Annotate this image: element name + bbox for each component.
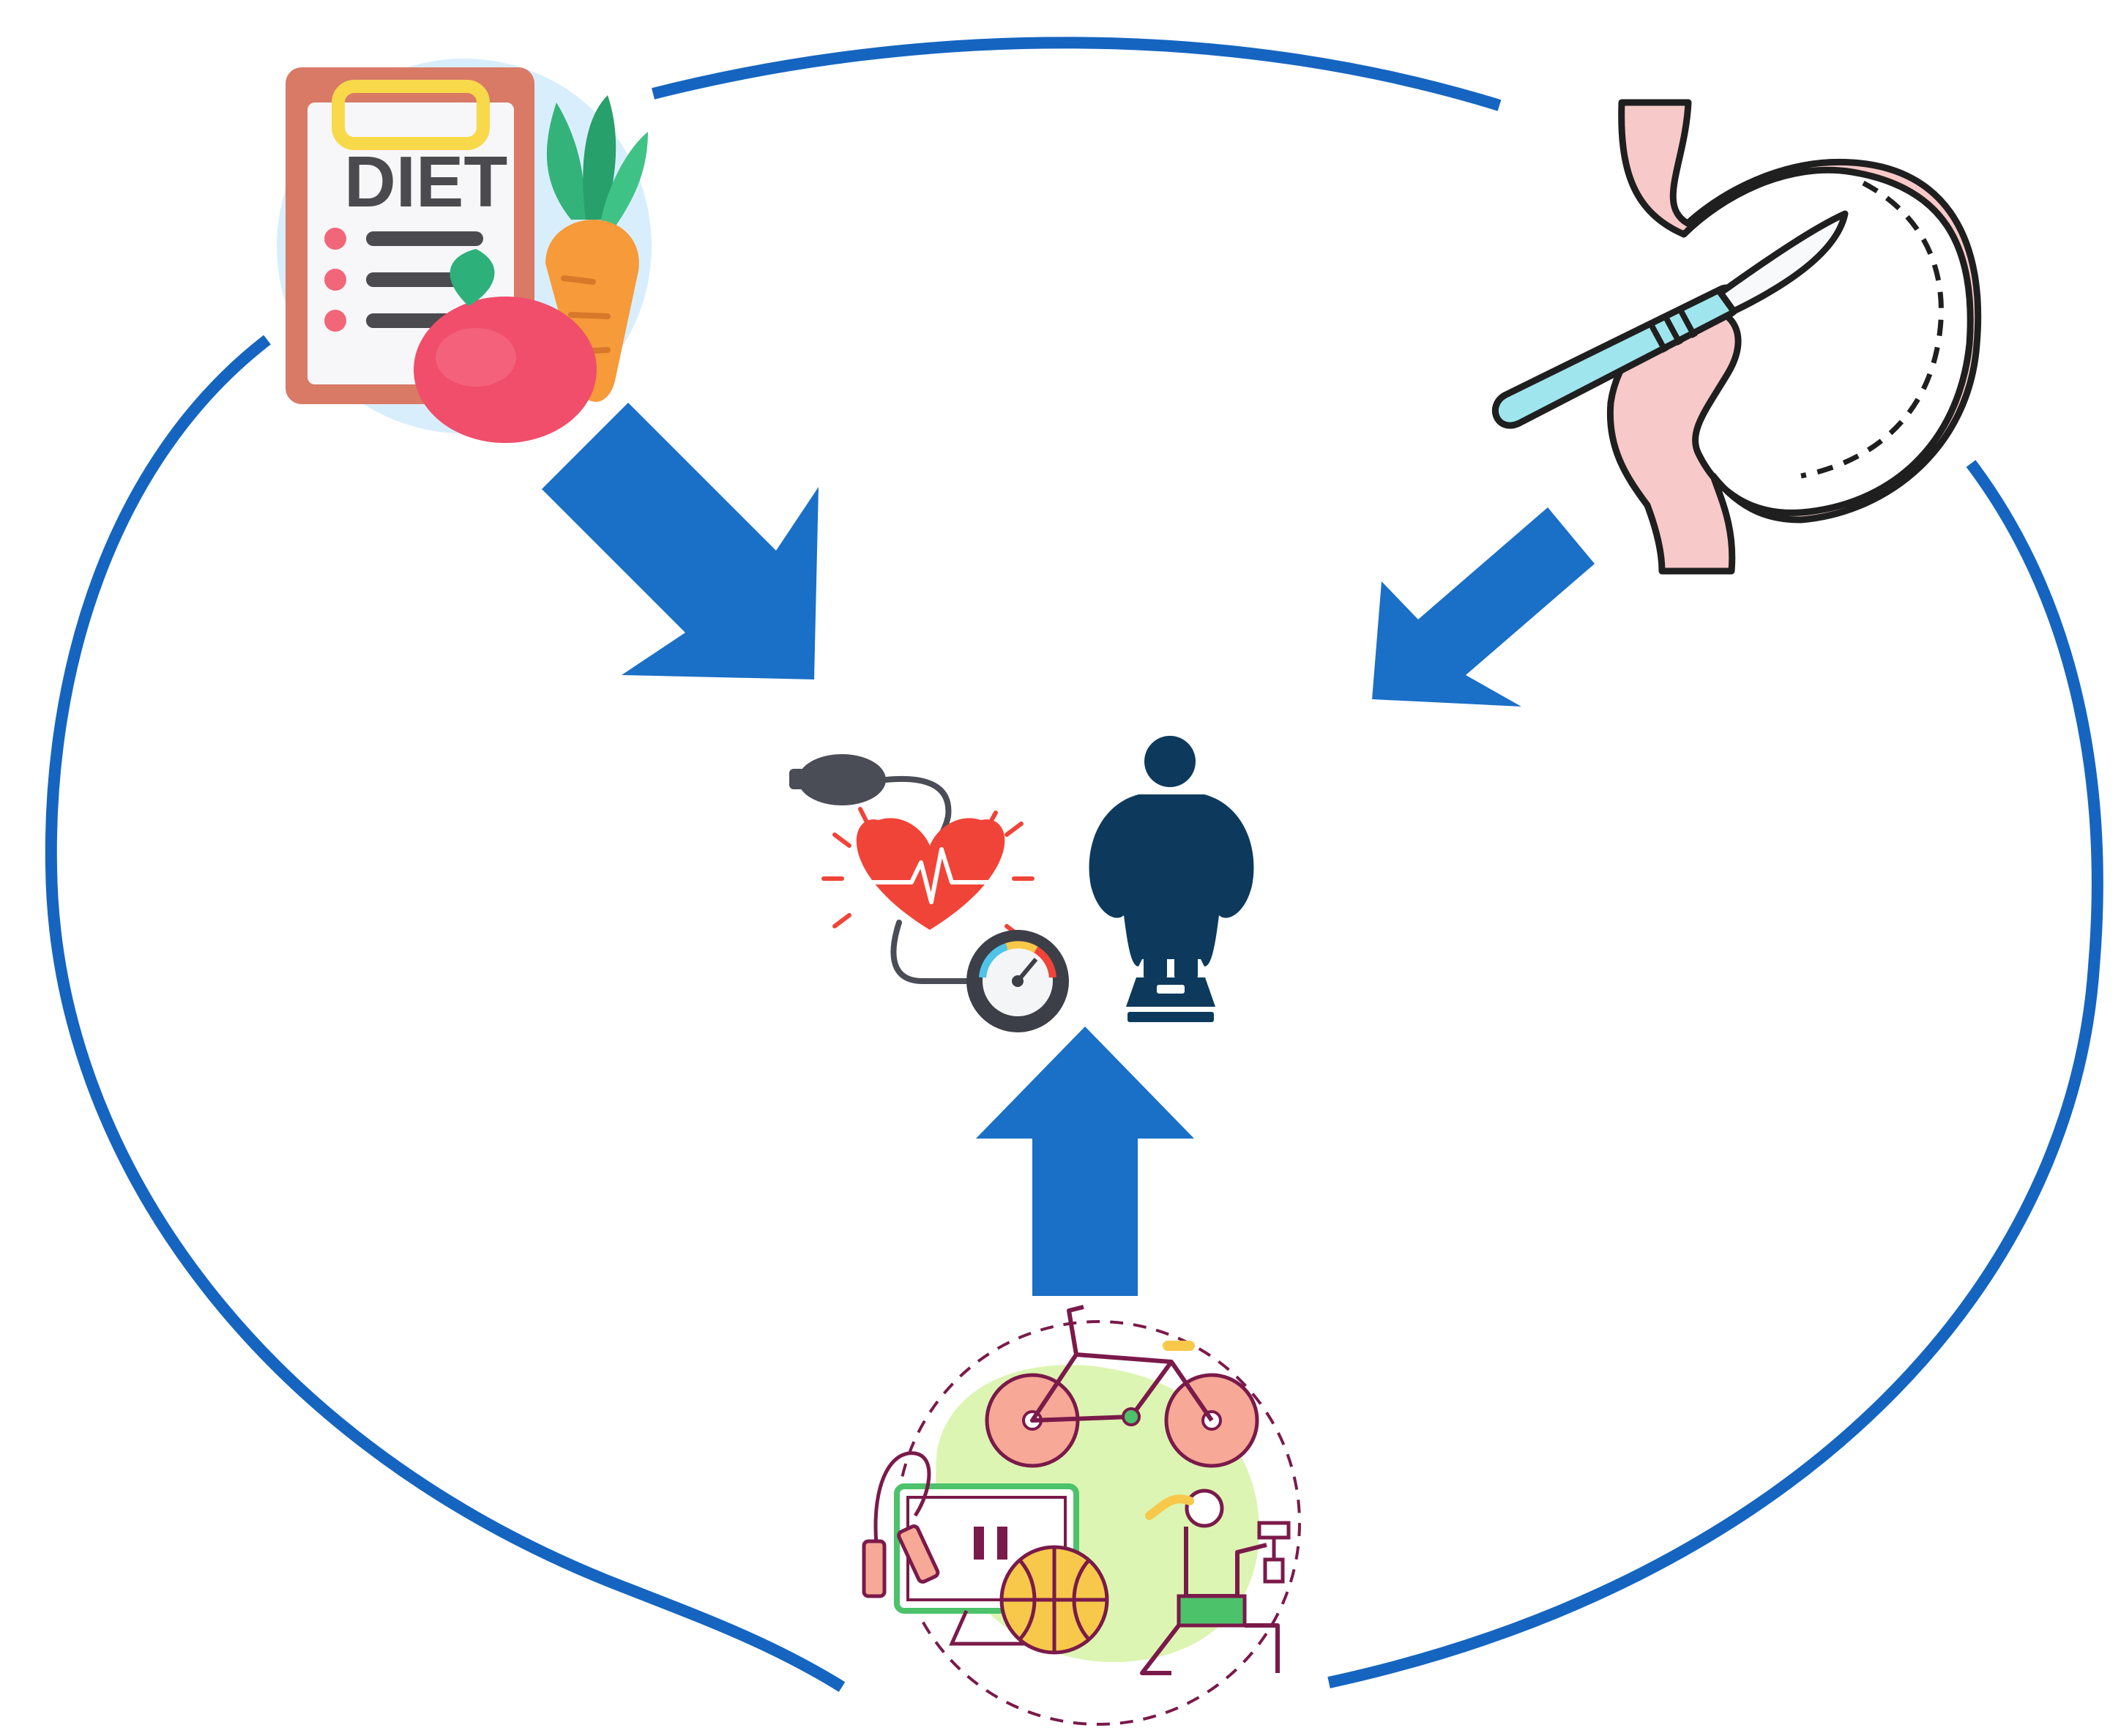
- clipboard-clip: [332, 80, 490, 150]
- blood-pressure-icon: [789, 754, 1069, 1032]
- diet-clipboard-icon: DIET: [277, 59, 652, 443]
- ring-arc-right: [1327, 460, 2103, 1688]
- basketball-icon: [999, 1545, 1109, 1655]
- physical-activity-icon: [862, 1305, 1301, 1726]
- obese-person-on-scale-icon: [1089, 736, 1254, 1022]
- surgery-arrow: [1372, 507, 1595, 707]
- diet-arrow: [542, 403, 819, 679]
- apple-icon: [414, 249, 597, 443]
- stomach-cut-line: [1800, 180, 1944, 479]
- scalpel-icon: [1491, 210, 1849, 429]
- ring-arc-left: [45, 335, 846, 1692]
- bp-bulb: [798, 754, 886, 805]
- person-head: [1144, 736, 1196, 787]
- activity-arrow: [976, 1027, 1194, 1296]
- outer-ring: [45, 37, 2103, 1692]
- heartbeat-line: [871, 847, 988, 904]
- ring-arc-top: [652, 37, 1502, 111]
- arrows: [542, 403, 1595, 1296]
- jump-rope-icon: [862, 1451, 940, 1598]
- person-exercising-icon: [1140, 1489, 1291, 1675]
- diet-list: [324, 228, 483, 332]
- heart-icon: [856, 818, 1005, 930]
- stomach-surgery-icon: [1491, 99, 1982, 575]
- carrot-icon: [545, 95, 648, 402]
- diet-label: DIET: [344, 141, 507, 222]
- bicycle-icon: [985, 1305, 1259, 1468]
- person-body: [1089, 794, 1254, 966]
- activity-dashed-circle: [895, 1320, 1301, 1726]
